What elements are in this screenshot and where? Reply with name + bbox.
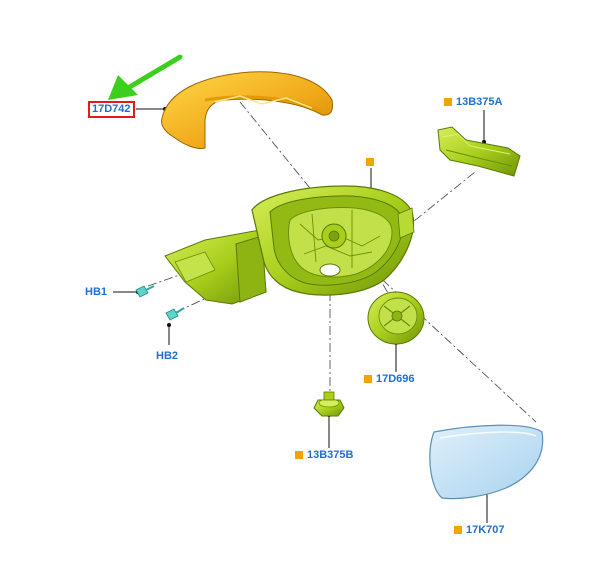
callout-17k707[interactable]: 17K707 (454, 524, 505, 537)
callout-hb1[interactable]: HB1 (85, 286, 107, 299)
mirror-glass-part[interactable] (429, 424, 544, 500)
screw-hb2-part[interactable] (165, 307, 185, 321)
screw-hb1-part[interactable] (135, 285, 155, 298)
mirror-cap-part[interactable] (161, 71, 333, 149)
part-marker (454, 525, 462, 534)
mirror-motor-part[interactable] (367, 291, 425, 345)
turn-signal-lamp-part[interactable] (437, 126, 521, 177)
callout-hb2-label: HB2 (156, 350, 179, 362)
pointer-arrow (108, 54, 183, 100)
puddle-lamp-part[interactable] (313, 391, 345, 417)
mirror-housing-part (164, 185, 415, 305)
callout-13b375b-label: 13B375B (307, 449, 354, 461)
callout-hb2[interactable]: HB2 (156, 350, 178, 363)
part-marker (364, 374, 372, 383)
callout-17d742[interactable]: 17D742 (88, 101, 135, 118)
part-marker (444, 97, 452, 106)
callout-hb1-label: HB1 (85, 286, 108, 298)
part-marker (295, 450, 303, 459)
callout-17d696-label: 17D696 (376, 373, 415, 385)
callout-13b375a[interactable]: 13B375A (444, 96, 502, 109)
housing-marker (366, 158, 374, 166)
callout-13b375b[interactable]: 13B375B (295, 449, 353, 462)
leader-lines (113, 108, 488, 523)
callout-17k707-label: 17K707 (466, 524, 505, 536)
callout-17d742-label: 17D742 (92, 103, 131, 115)
callout-17d696[interactable]: 17D696 (364, 373, 415, 386)
callout-13b375a-label: 13B375A (456, 96, 503, 108)
